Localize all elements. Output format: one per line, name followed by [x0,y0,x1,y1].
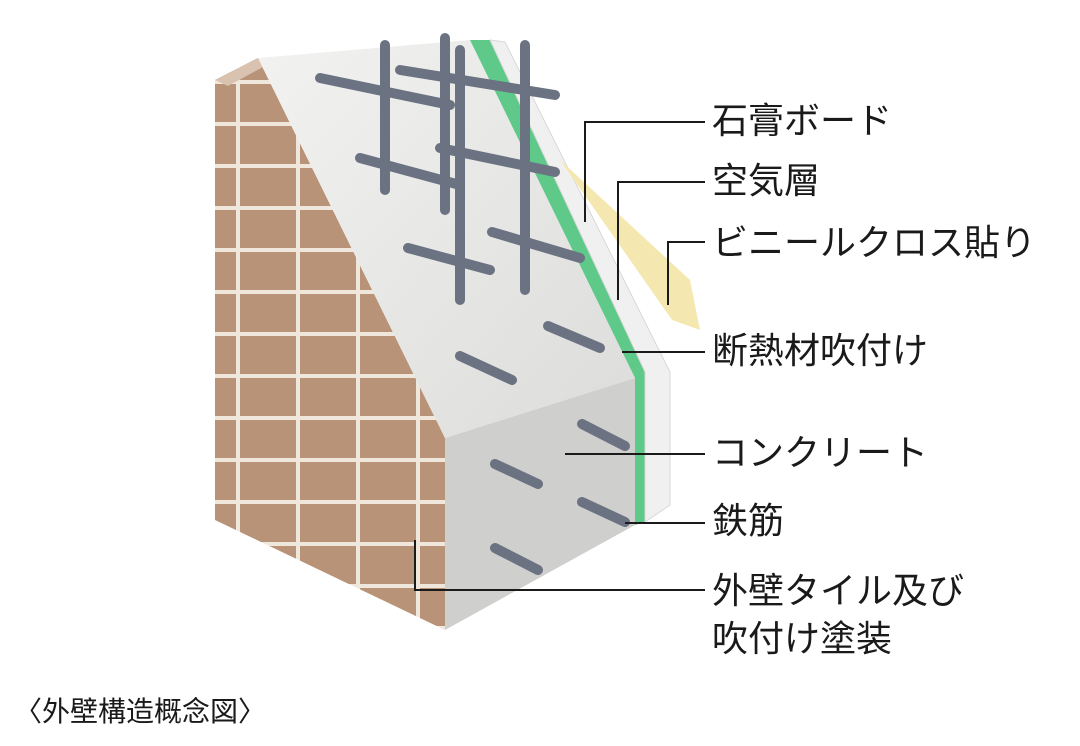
rebar-horizontal-5 [403,243,495,275]
concrete-slab-face [258,40,635,438]
exterior-tile-face [215,58,445,630]
label-exterior-tile-line2: 吹付け塗装 [712,619,893,660]
leader-air [617,181,705,300]
label-exterior-tile-line1: 外壁タイル及び [712,571,965,612]
rebar-horizontal-1 [315,73,455,110]
leader-gypsum [584,121,705,222]
leader-tile [414,540,705,591]
vinyl-cloth-layer [560,160,700,330]
gypsum-board-layer [489,39,671,523]
diagram-caption: 〈外壁構造概念図〉 [14,695,267,728]
rebar-horizontal-6 [487,227,585,263]
rebar-end-1 [455,351,517,385]
label-insulation: 断熱材吹付け [712,331,929,372]
label-gypsum-board: 石膏ボード [712,101,893,142]
rebar-end-4 [577,419,630,451]
label-air-layer: 空気層 [712,161,821,202]
rebar-end-6 [577,497,630,527]
label-vinyl-cloth: ビニールクロス貼り [712,223,1037,264]
rebar-end-3 [490,459,543,489]
tile-top-edge [215,58,272,86]
rebar-horizontal-3 [355,153,465,190]
concrete-front-face [445,378,635,630]
rebar-horizontal-2 [395,65,560,100]
leader-vinyl [667,241,705,305]
label-rebar: 鉄筋 [712,501,785,542]
label-exterior-tile: 外壁タイル及び 吹付け塗装 [712,568,964,664]
rebar-end-5 [490,543,543,575]
rebar-horizontal-4 [435,143,560,177]
leader-lines [414,121,705,591]
rebar-group [315,33,630,575]
rebar-end-2 [543,321,605,353]
label-concrete: コンクリート [712,433,929,474]
